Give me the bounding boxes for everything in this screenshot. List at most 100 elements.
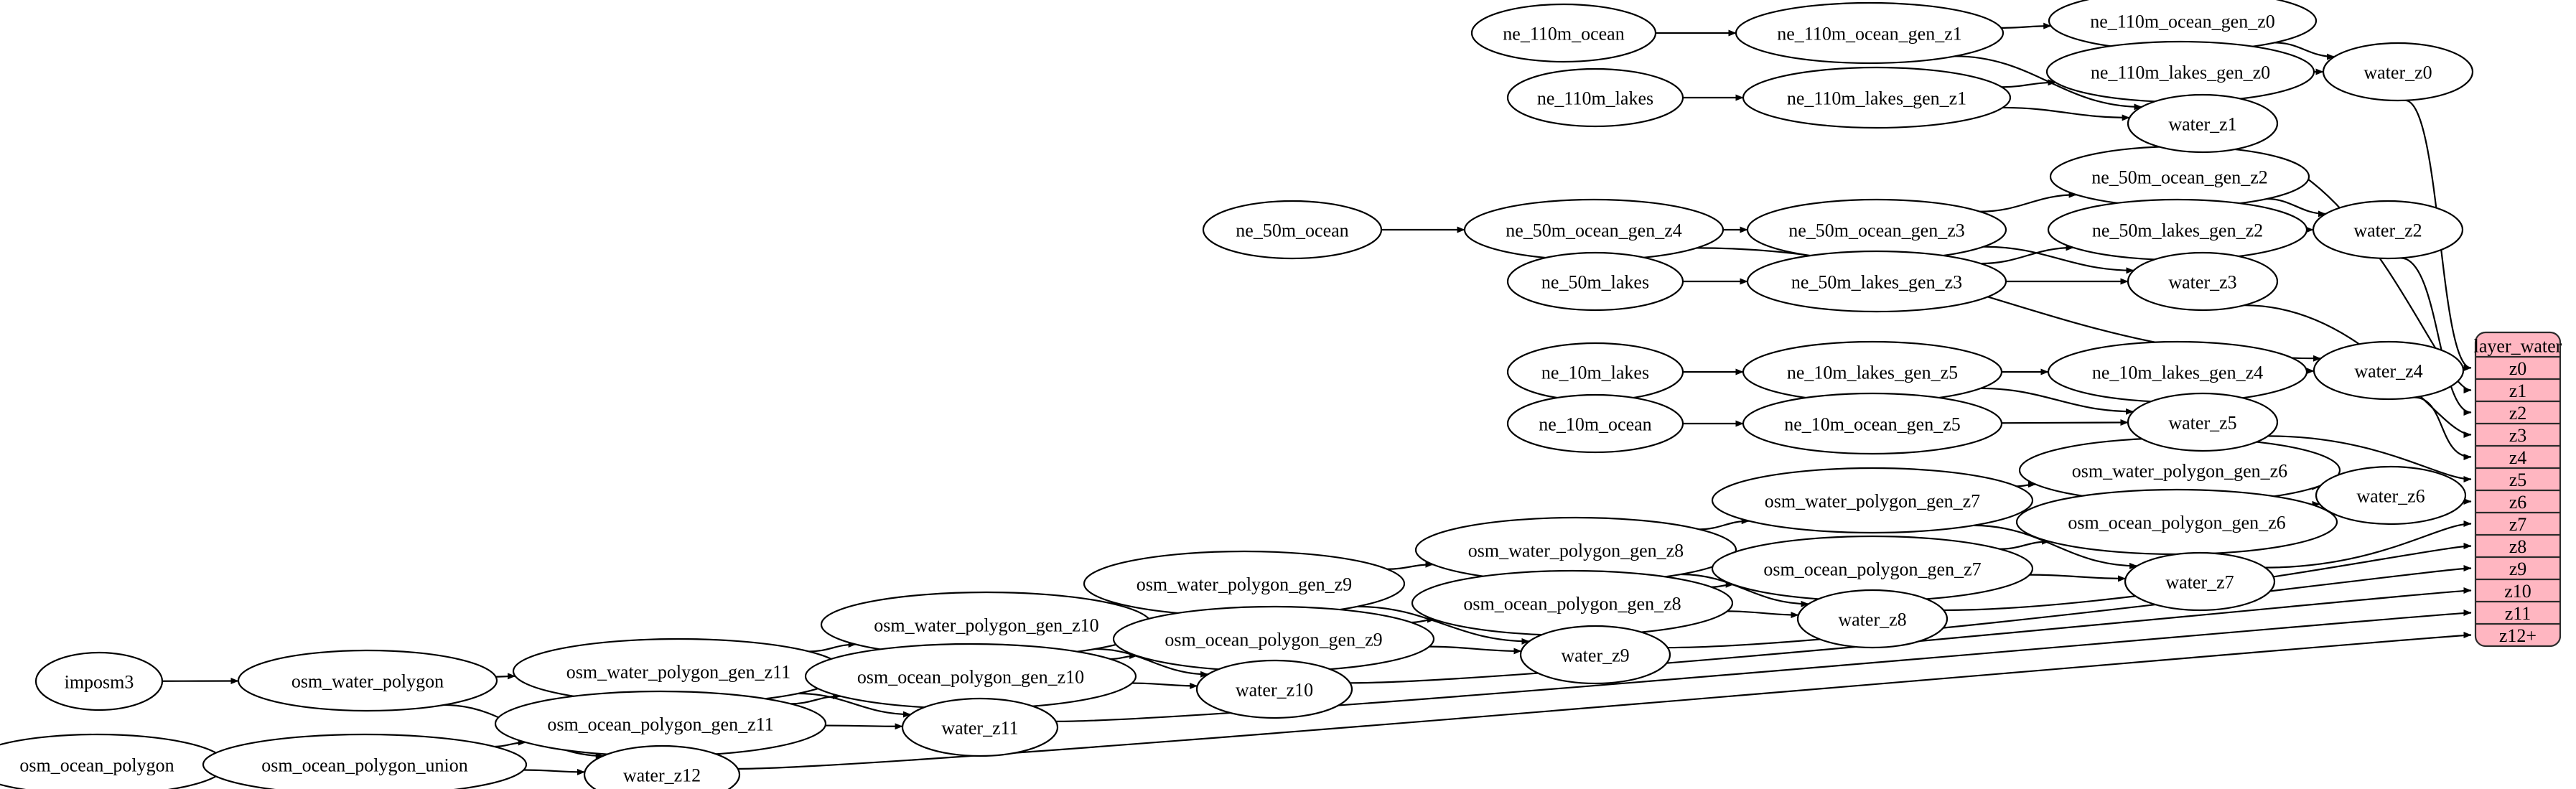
node-ne_10m_lakes_gen_z5[interactable]: ne_10m_lakes_gen_z5	[1742, 340, 2003, 403]
node-imposm3[interactable]: imposm3	[34, 651, 164, 711]
node-shape-ne_10m_ocean[interactable]	[1506, 393, 1684, 454]
node-osm_water_polygon_gen_z10[interactable]: osm_water_polygon_gen_z10	[820, 591, 1153, 658]
node-ne_50m_ocean_gen_z4[interactable]: ne_50m_ocean_gen_z4	[1463, 198, 1725, 261]
node-water_z4[interactable]: water_z4	[2313, 340, 2465, 401]
node-osm_ocean_polygon_gen_z8[interactable]: osm_ocean_polygon_gen_z8	[1411, 569, 1734, 637]
node-label-water_z12: water_z12	[623, 765, 701, 786]
node-shape-osm_water_polygon_gen_z7[interactable]	[1711, 467, 2034, 534]
node-shape-water_z12[interactable]	[583, 744, 741, 789]
node-label-ne_50m_ocean_gen_z2: ne_50m_ocean_gen_z2	[2091, 167, 2267, 188]
legend-row-z0[interactable]: z0	[2509, 358, 2527, 379]
legend-row-z9[interactable]: z9	[2509, 559, 2527, 579]
node-water_z11[interactable]: water_z11	[901, 697, 1059, 757]
node-osm_water_polygon_gen_z9[interactable]: osm_water_polygon_gen_z9	[1083, 550, 1406, 617]
node-ne_10m_lakes_gen_z4[interactable]: ne_10m_lakes_gen_z4	[2047, 340, 2308, 403]
node-shape-osm_water_polygon[interactable]	[237, 649, 498, 712]
node-label-osm_ocean_polygon_gen_z8: osm_ocean_polygon_gen_z8	[1463, 594, 1681, 615]
node-water_z7[interactable]: water_z7	[2124, 551, 2276, 612]
node-osm_ocean_polygon_gen_z9[interactable]: osm_ocean_polygon_gen_z9	[1112, 605, 1435, 673]
node-shape-ne_10m_ocean_gen_z5[interactable]	[1742, 392, 2003, 455]
edge-ne_110m_ocean_gen_z0-to-water_z0	[2274, 42, 2335, 60]
node-shape-ne_110m_lakes_gen_z1[interactable]	[1742, 66, 2012, 129]
node-shape-water_z6[interactable]	[2315, 465, 2467, 526]
node-osm_water_polygon_gen_z11[interactable]: osm_water_polygon_gen_z11	[512, 638, 845, 705]
node-shape-water_z8[interactable]	[1796, 589, 1949, 649]
node-shape-ne_50m_ocean[interactable]	[1202, 200, 1383, 260]
node-shape-water_z10[interactable]	[1195, 659, 1353, 719]
node-label-osm_ocean_polygon_gen_z7: osm_ocean_polygon_gen_z7	[1763, 559, 1981, 580]
legend-table: layer_waterz0z1z2z3z4z5z6z7z8z9z10z11z12…	[2474, 331, 2562, 648]
node-osm_ocean_polygon_gen_z11[interactable]: osm_ocean_polygon_gen_z11	[494, 690, 827, 757]
node-label-ne_110m_lakes: ne_110m_lakes	[1537, 88, 1653, 109]
node-shape-ne_110m_ocean_gen_z1[interactable]	[1735, 1, 2005, 65]
node-ne_110m_lakes[interactable]: ne_110m_lakes	[1506, 67, 1684, 128]
node-ne_50m_lakes[interactable]: ne_50m_lakes	[1506, 251, 1684, 312]
edge-osm_ocean_polygon_union-to-water_z12	[523, 768, 585, 775]
legend-row-z11[interactable]: z11	[2505, 603, 2531, 624]
node-ne_50m_ocean_gen_z2[interactable]: ne_50m_ocean_gen_z2	[2049, 145, 2310, 208]
legend-row-z10[interactable]: z10	[2504, 581, 2531, 602]
legend-row-z3[interactable]: z3	[2509, 425, 2527, 446]
node-water_z2[interactable]: water_z2	[2312, 200, 2464, 260]
node-shape-imposm3[interactable]	[34, 651, 164, 711]
legend-row-z1[interactable]: z1	[2509, 381, 2527, 401]
node-osm_water_polygon[interactable]: osm_water_polygon	[237, 649, 498, 712]
edge-osm_ocean_polygon_gen_z11-to-osm_ocean_polygon_gen_z10	[790, 693, 841, 705]
legend-row-z8[interactable]: z8	[2509, 536, 2527, 557]
node-osm_ocean_polygon_gen_z6[interactable]: osm_ocean_polygon_gen_z6	[2015, 488, 2338, 556]
edge-ne_110m_lakes_gen_z1-to-ne_110m_lakes_gen_z0	[2002, 79, 2056, 88]
node-shape-water_z7[interactable]	[2124, 551, 2276, 612]
node-water_z1[interactable]: water_z1	[2127, 93, 2279, 154]
node-shape-ne_50m_lakes_gen_z3[interactable]	[1746, 250, 2007, 313]
node-shape-water_z2[interactable]	[2312, 200, 2464, 260]
edge-osm_ocean_polygon_gen_z10-to-water_z10	[1131, 682, 1198, 689]
node-water_z0[interactable]: water_z0	[2322, 42, 2474, 102]
node-ne_110m_lakes_gen_z0[interactable]: ne_110m_lakes_gen_z0	[2045, 40, 2315, 103]
legend-row-z5[interactable]: z5	[2509, 470, 2527, 490]
node-shape-water_z3[interactable]	[2127, 251, 2279, 312]
node-label-ne_110m_ocean_gen_z1: ne_110m_ocean_gen_z1	[1777, 24, 1962, 45]
node-osm_water_polygon_gen_z7[interactable]: osm_water_polygon_gen_z7	[1711, 467, 2034, 534]
node-ne_110m_ocean[interactable]: ne_110m_ocean	[1470, 3, 1657, 63]
edge-osm_ocean_polygon_gen_z7-to-osm_ocean_polygon_gen_z6	[1999, 538, 2050, 550]
node-shape-ne_50m_lakes[interactable]	[1506, 251, 1684, 312]
node-shape-water_z11[interactable]	[901, 697, 1059, 757]
node-shape-ne_110m_ocean[interactable]	[1470, 3, 1657, 63]
node-shape-water_z9[interactable]	[1519, 625, 1671, 685]
node-shape-water_z4[interactable]	[2313, 340, 2465, 401]
node-ne_110m_lakes_gen_z1[interactable]: ne_110m_lakes_gen_z1	[1742, 66, 2012, 129]
node-osm_ocean_polygon[interactable]: osm_ocean_polygon	[0, 733, 228, 789]
node-ne_10m_lakes[interactable]: ne_10m_lakes	[1506, 342, 1684, 402]
node-water_z5[interactable]: water_z5	[2127, 392, 2279, 452]
node-water_z12[interactable]: water_z12	[583, 744, 741, 789]
edge-osm_ocean_polygon_gen_z9-to-osm_ocean_polygon_gen_z8	[1411, 616, 1435, 624]
node-label-ne_110m_lakes_gen_z1: ne_110m_lakes_gen_z1	[1787, 88, 1966, 109]
edge-water_z11-to-legend-z11	[1055, 610, 2472, 722]
node-ne_50m_ocean[interactable]: ne_50m_ocean	[1202, 200, 1383, 260]
node-ne_10m_ocean_gen_z5[interactable]: ne_10m_ocean_gen_z5	[1742, 392, 2003, 455]
node-shape-water_z1[interactable]	[2127, 93, 2279, 154]
node-shape-water_z0[interactable]	[2322, 42, 2474, 102]
node-ne_50m_lakes_gen_z3[interactable]: ne_50m_lakes_gen_z3	[1746, 250, 2007, 313]
node-osm_ocean_polygon_gen_z10[interactable]: osm_ocean_polygon_gen_z10	[804, 643, 1137, 710]
node-shape-water_z5[interactable]	[2127, 392, 2279, 452]
node-water_z10[interactable]: water_z10	[1195, 659, 1353, 719]
legend-row-z2[interactable]: z2	[2509, 403, 2527, 424]
legend-row-z7[interactable]: z7	[2509, 514, 2527, 535]
node-shape-ne_110m_lakes[interactable]	[1506, 67, 1684, 128]
node-ne_50m_ocean_gen_z3[interactable]: ne_50m_ocean_gen_z3	[1746, 198, 2007, 261]
node-water_z3[interactable]: water_z3	[2127, 251, 2279, 312]
node-ne_110m_ocean_gen_z1[interactable]: ne_110m_ocean_gen_z1	[1735, 1, 2005, 65]
node-shape-osm_ocean_polygon_union[interactable]	[202, 733, 528, 789]
node-osm_ocean_polygon_union[interactable]: osm_ocean_polygon_union	[202, 733, 528, 789]
node-ne_10m_ocean[interactable]: ne_10m_ocean	[1506, 393, 1684, 454]
node-ne_50m_lakes_gen_z2[interactable]: ne_50m_lakes_gen_z2	[2047, 198, 2308, 261]
legend-background	[2474, 331, 2562, 648]
node-water_z6[interactable]: water_z6	[2315, 465, 2467, 526]
node-ne_110m_ocean_gen_z0[interactable]: ne_110m_ocean_gen_z0	[2048, 0, 2318, 52]
legend-row-z4[interactable]: z4	[2509, 447, 2527, 468]
legend-row-z12+[interactable]: z12+	[2499, 625, 2537, 646]
node-water_z9[interactable]: water_z9	[1519, 625, 1671, 685]
node-water_z8[interactable]: water_z8	[1796, 589, 1949, 649]
legend-row-z6[interactable]: z6	[2509, 492, 2527, 513]
